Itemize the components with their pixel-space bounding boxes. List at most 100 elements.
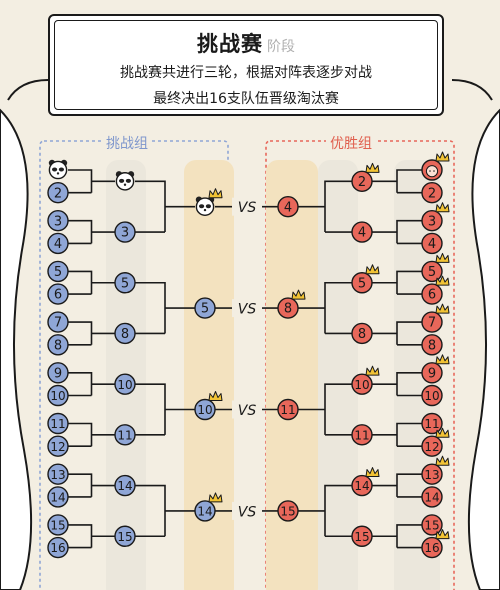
left-connector-r1 xyxy=(68,372,115,397)
crown-icon xyxy=(435,151,450,162)
vs-label: VS xyxy=(238,504,257,520)
team-number: 16 xyxy=(50,541,65,555)
team-circle xyxy=(421,181,443,204)
team-circle xyxy=(47,209,69,232)
left-connector-r1 xyxy=(68,524,115,549)
vs-label-bg xyxy=(232,197,262,216)
left-connector-r1 xyxy=(68,422,115,447)
team-circle xyxy=(47,412,69,435)
team-circle xyxy=(421,362,443,384)
team-circle xyxy=(277,398,299,421)
right-connector-r2 xyxy=(298,281,352,335)
team-circle xyxy=(114,322,136,345)
left-connector-r1 xyxy=(68,169,115,194)
crown-icon xyxy=(365,162,380,173)
team-circle xyxy=(194,398,216,421)
left-connector-r2 xyxy=(135,180,195,233)
team-circle xyxy=(351,221,373,243)
team-number: 12 xyxy=(50,440,65,454)
team-node: 10 xyxy=(421,384,443,407)
team-node: 8 xyxy=(351,322,373,345)
team-node: 9 xyxy=(421,362,443,384)
team-number: 4 xyxy=(284,200,292,215)
panda-icon xyxy=(195,196,215,216)
team-node: 10 xyxy=(114,373,136,395)
description-line-1: 挑战赛共进行三轮，根据对阵表逐步对战 xyxy=(120,65,372,81)
team-number: 8 xyxy=(54,338,62,353)
lane-3 xyxy=(266,160,318,590)
team-node: 2 xyxy=(47,181,69,204)
team-number: 16 xyxy=(424,541,439,555)
team-circle xyxy=(47,232,69,255)
team-circle xyxy=(277,195,299,218)
team-circle xyxy=(47,260,69,283)
team-node: 3 xyxy=(421,209,443,232)
title-row: 挑战赛阶段 xyxy=(50,28,442,58)
decoration xyxy=(0,79,500,590)
team-circle xyxy=(277,500,299,522)
team-node: 7 xyxy=(421,311,443,333)
team-number: 15 xyxy=(50,519,65,533)
team-node: 2 xyxy=(421,181,443,204)
team-node: 4 xyxy=(47,232,69,255)
team-number: 12 xyxy=(424,440,439,454)
team-number: 5 xyxy=(54,265,62,280)
team-circle xyxy=(421,536,443,559)
team-circle xyxy=(114,272,136,294)
team-circle xyxy=(47,514,69,536)
team-number: 15 xyxy=(354,530,369,544)
right-group-label: 优胜组 xyxy=(326,133,376,153)
team-circle xyxy=(421,463,443,485)
team-node: 12 xyxy=(421,435,443,457)
team-number: 14 xyxy=(197,505,212,519)
team-node: 13 xyxy=(421,463,443,485)
team-number: 10 xyxy=(197,403,212,417)
right-connector-r1 xyxy=(372,422,422,447)
team-node: 16 xyxy=(47,536,69,559)
team-number: 5 xyxy=(428,265,436,280)
team-node: 14 xyxy=(114,474,136,497)
team-number: 2 xyxy=(54,186,62,201)
team-node: 15 xyxy=(277,500,299,522)
team-number: 14 xyxy=(117,479,132,493)
team-circle xyxy=(194,500,216,522)
team-number: 14 xyxy=(354,479,369,493)
team-circle xyxy=(351,525,373,547)
team-node: 5 xyxy=(194,297,216,319)
right-connector-r2 xyxy=(298,484,352,538)
team-circle xyxy=(47,536,69,559)
right-connector-r1 xyxy=(372,524,422,549)
team-number: 15 xyxy=(424,519,439,533)
panda-icon xyxy=(48,159,68,180)
team-number: 2 xyxy=(428,186,436,201)
team-circle xyxy=(114,424,136,446)
team-circle xyxy=(421,260,443,283)
team-number: 8 xyxy=(284,302,292,317)
team-circle xyxy=(351,424,373,446)
vs-label-bg xyxy=(232,299,262,318)
crown-icon xyxy=(365,264,380,275)
right-connector-r1 xyxy=(372,219,422,245)
team-circle xyxy=(194,297,216,319)
team-number: 11 xyxy=(280,403,295,417)
left-connector-r1 xyxy=(68,321,115,346)
crown-icon xyxy=(365,467,380,478)
team-node: 4 xyxy=(421,232,443,255)
right-connector-r1 xyxy=(372,321,422,346)
description-line-2: 最终决出16支队伍晋级淘汰赛 xyxy=(153,91,339,107)
team-circle xyxy=(351,322,373,345)
team-circle xyxy=(114,373,136,395)
team-circle xyxy=(421,311,443,333)
team-node: 6 xyxy=(421,283,443,305)
team-number: 5 xyxy=(121,276,129,291)
team-node: 8 xyxy=(421,334,443,356)
team-circle xyxy=(47,283,69,305)
team-circle xyxy=(47,181,69,204)
panda-icon xyxy=(115,171,135,191)
team-node: 5 xyxy=(47,260,69,283)
bracket-lines xyxy=(68,169,422,549)
team-node: 14 xyxy=(421,486,443,508)
girl-team-node xyxy=(421,159,443,181)
team-number: 15 xyxy=(280,505,295,519)
